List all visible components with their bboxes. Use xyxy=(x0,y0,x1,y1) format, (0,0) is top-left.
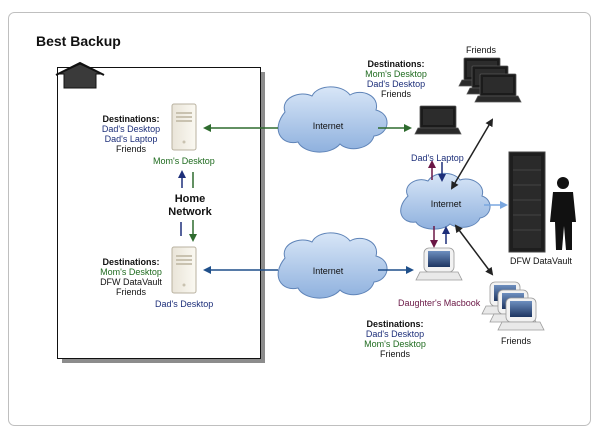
arrow-cloud-friends-bottom xyxy=(454,224,494,276)
internet-label-right: Internet xyxy=(430,199,462,209)
moms-destinations: Destinations: Dad's Desktop Dad's Laptop… xyxy=(98,114,164,154)
macbook-dest-3: Friends xyxy=(379,349,410,359)
person-silhouette-icon xyxy=(550,177,576,250)
datavault-server-icon xyxy=(508,151,546,253)
moms-desktop-label: Mom's Desktop xyxy=(153,156,215,166)
friends-bottom-label: Friends xyxy=(501,336,532,346)
dads-destinations: Destinations: Mom's Desktop DFW DataVaul… xyxy=(94,257,168,297)
daughters-macbook-label: Daughter's Macbook xyxy=(398,298,481,308)
home-network-panel xyxy=(57,67,261,359)
dads-dest-title: Destinations xyxy=(102,257,157,267)
moms-dest-1: Dad's Desktop xyxy=(101,124,161,134)
dads-dest-1: Mom's Desktop xyxy=(100,267,162,277)
home-network-line2: Network xyxy=(168,206,212,218)
moms-dest-title: Destinations xyxy=(102,114,157,124)
moms-desktop-tower-icon xyxy=(171,103,197,151)
page-title: Best Backup xyxy=(36,33,121,49)
laptop-dest-title: Destinations xyxy=(367,59,422,69)
dads-laptop-icon xyxy=(414,105,462,135)
arrow-cloud-friends-top xyxy=(450,118,494,190)
laptop-dest-1: Mom's Desktop xyxy=(365,69,427,79)
internet-cloud-top xyxy=(277,86,388,153)
dads-laptop-label: Dad's Laptop xyxy=(411,153,464,163)
laptop-destinations: Destinations: Mom's Desktop Dad's Deskto… xyxy=(358,59,434,99)
internet-label-bottom: Internet xyxy=(312,266,344,276)
house-icon xyxy=(55,61,105,89)
moms-dest-2: Dad's Laptop xyxy=(104,134,158,144)
laptop-dest-3: Friends xyxy=(380,89,411,99)
laptop-dest-2: Dad's Desktop xyxy=(366,79,426,89)
dads-dest-2: DFW DataVault xyxy=(100,277,162,287)
home-network-label: Home Network xyxy=(163,193,217,219)
internet-label-top: Internet xyxy=(312,121,344,131)
home-network-line1: Home xyxy=(174,193,206,205)
macbook-dest-1: Dad's Desktop xyxy=(365,329,425,339)
macbook-dest-title: Destinations xyxy=(366,319,421,329)
friends-top-label: Friends xyxy=(466,45,497,55)
dads-desktop-label: Dad's Desktop xyxy=(155,299,214,309)
dads-desktop-tower-icon xyxy=(171,246,197,294)
moms-dest-3: Friends xyxy=(115,144,146,154)
datavault-label: DFW DataVault xyxy=(510,256,572,266)
dads-dest-3: Friends xyxy=(115,287,146,297)
macbook-destinations: Destinations: Dad's Desktop Mom's Deskto… xyxy=(357,319,433,359)
macbook-dest-2: Mom's Desktop xyxy=(364,339,426,349)
